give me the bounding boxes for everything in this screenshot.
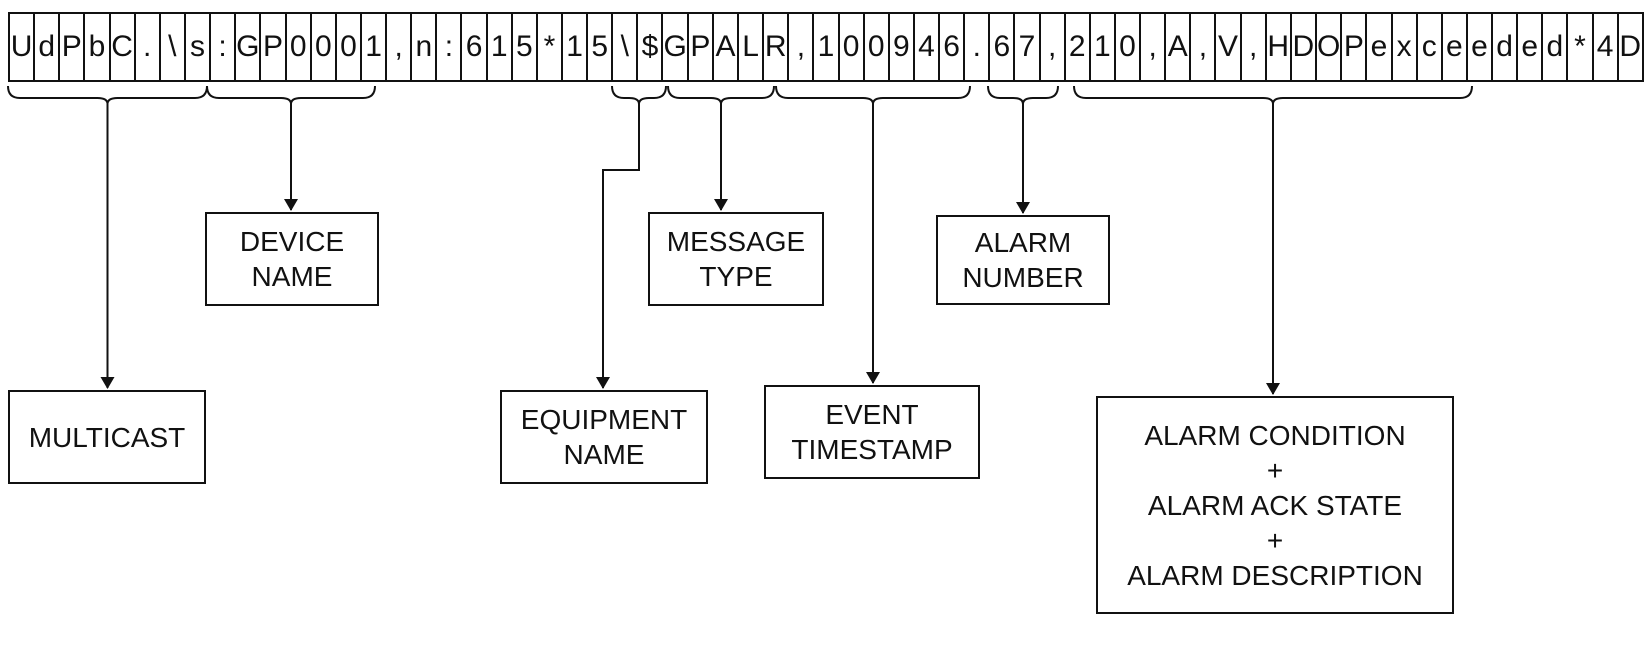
- message-char-cell: 0: [864, 12, 890, 82]
- message-char-cell: e: [1367, 12, 1393, 82]
- message-char-cell: 4: [914, 12, 941, 82]
- message-char-cell: V: [1216, 12, 1242, 82]
- message-char-cell: L: [739, 12, 765, 82]
- message-char-cell: d: [1543, 12, 1569, 82]
- message-char-cell: C: [110, 12, 136, 82]
- message-char-cell: x: [1392, 12, 1418, 82]
- multicast-label: MULTICAST: [8, 390, 206, 484]
- message-char-cell: ,: [1241, 12, 1267, 82]
- message-char-cell: s: [185, 12, 211, 82]
- message-char-cell: ,: [1141, 12, 1167, 82]
- message-char-cell: .: [135, 12, 161, 82]
- message-char-cell: n: [412, 12, 438, 82]
- message-char-cell: H: [1266, 12, 1292, 82]
- message-type-brace: [667, 85, 775, 105]
- message-char-cell: A: [713, 12, 740, 82]
- message-char-cell: \: [160, 12, 186, 82]
- message-char-cell: 0: [336, 12, 362, 82]
- message-char-cell: P: [1342, 12, 1368, 82]
- message-char-cell: 0: [311, 12, 337, 82]
- message-char-cell: U: [10, 12, 36, 82]
- message-char-cell: 1: [361, 12, 388, 82]
- message-char-cell: ,: [1040, 12, 1066, 82]
- message-char-cell: 2: [1065, 12, 1091, 82]
- multicast-brace: [7, 85, 208, 105]
- message-char-cell: 6: [940, 12, 966, 82]
- message-char-cell: 5: [588, 12, 614, 82]
- message-char-cell: \: [613, 12, 639, 82]
- message-char-cell: 0: [286, 12, 312, 82]
- message-char-cell: ,: [789, 12, 815, 82]
- device-name-label: DEVICE NAME: [205, 212, 379, 306]
- message-char-cell: ,: [1191, 12, 1217, 82]
- message-char-cell: 1: [562, 12, 589, 82]
- message-char-cell: 1: [1090, 12, 1116, 82]
- message-char-cell: e: [1467, 12, 1494, 82]
- message-char-cell: b: [85, 12, 111, 82]
- message-char-cell: $: [638, 12, 664, 82]
- equipment-name-label: EQUIPMENT NAME: [500, 390, 708, 484]
- message-char-cell: e: [1518, 12, 1544, 82]
- event-timestamp-brace: [775, 85, 971, 105]
- message-char-cell: d: [1493, 12, 1519, 82]
- alarm-number-brace: [987, 85, 1059, 105]
- message-char-cell: *: [537, 12, 563, 82]
- alarm-number-label: ALARM NUMBER: [936, 215, 1110, 305]
- message-char-cell: G: [663, 12, 689, 82]
- alarm-details-brace: [1073, 85, 1473, 105]
- message-char-cell: 5: [512, 12, 538, 82]
- message-char-cell: 6: [990, 12, 1016, 82]
- message-char-cell: D: [1618, 12, 1644, 82]
- message-char-cell: :: [211, 12, 237, 82]
- message-char-cell: *: [1568, 12, 1594, 82]
- device-name-brace: [206, 85, 376, 105]
- message-char-cell: e: [1442, 12, 1468, 82]
- message-char-cell: 9: [889, 12, 915, 82]
- event-timestamp-label: EVENT TIMESTAMP: [764, 385, 980, 479]
- message-char-cell: 4: [1593, 12, 1619, 82]
- message-char-cell: :: [437, 12, 463, 82]
- message-char-cell: P: [60, 12, 86, 82]
- message-char-cell: R: [764, 12, 790, 82]
- message-char-cell: 6: [462, 12, 488, 82]
- message-char-cell: A: [1166, 12, 1192, 82]
- message-char-cell: 1: [814, 12, 840, 82]
- message-char-cell: c: [1417, 12, 1443, 82]
- message-char-cell: 0: [839, 12, 865, 82]
- alarm-details-label: ALARM CONDITION + ALARM ACK STATE + ALAR…: [1096, 396, 1454, 614]
- message-char-cell: P: [261, 12, 287, 82]
- message-char-cell: G: [236, 12, 262, 82]
- message-type-label: MESSAGE TYPE: [648, 212, 824, 306]
- equipment-name-brace: [611, 85, 667, 105]
- message-char-cell: D: [1291, 12, 1317, 82]
- message-char-cell: d: [35, 12, 61, 82]
- message-char-cell: 1: [487, 12, 513, 82]
- message-char-cell: 0: [1115, 12, 1142, 82]
- message-char-cell: O: [1316, 12, 1343, 82]
- message-char-cell: .: [965, 12, 991, 82]
- equipment-name-arrow: [596, 104, 640, 389]
- message-char-cell: P: [688, 12, 714, 82]
- message-char-cell: ,: [387, 12, 413, 82]
- message-char-cell: 7: [1015, 12, 1041, 82]
